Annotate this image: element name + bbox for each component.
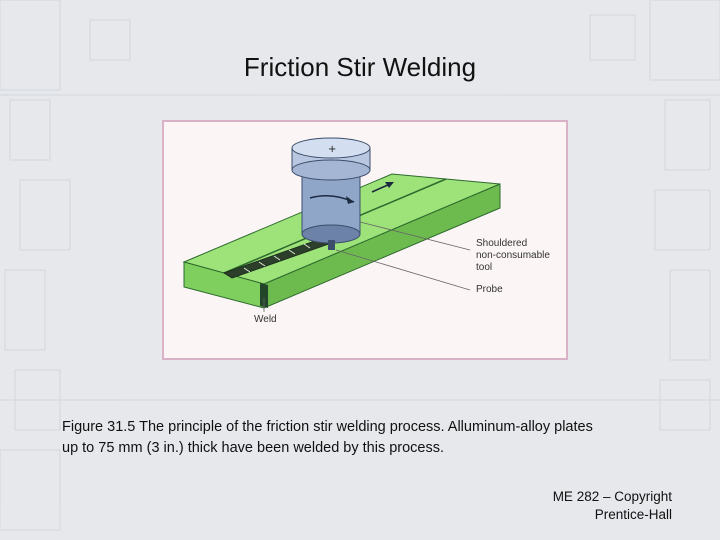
slide-title: Friction Stir Welding (243, 52, 477, 82)
label-tool-1: Shouldered (476, 238, 527, 249)
label-tool-3: tool (476, 262, 492, 273)
caption-line-1: Figure 31.5 The principle of the frictio… (62, 419, 593, 435)
figure-caption: Figure 31.5 The principle of the frictio… (62, 417, 672, 459)
copyright-line-2: Prentice-Hall (594, 507, 672, 522)
tool-cap-top (291, 137, 371, 159)
tool-leader (359, 221, 471, 251)
figure-frame: + Shouldered non-consumable tool Probe W… (162, 120, 568, 360)
label-probe: Probe (476, 284, 503, 295)
weld-seam-front (260, 283, 268, 308)
label-weld: Weld (254, 314, 277, 325)
friction-stir-welding-diagram: + Shouldered non-consumable tool Probe W… (182, 137, 550, 325)
svg-text:+: + (328, 144, 336, 155)
label-tool-2: non-consumable (476, 250, 550, 261)
probe (328, 240, 335, 250)
copyright-line-1: ME 282 – Copyright (552, 489, 672, 504)
caption-line-2: up to 75 mm (3 in.) thick have been weld… (62, 440, 445, 456)
travel-arrow (371, 183, 391, 193)
copyright-notice: ME 282 – Copyright Prentice-Hall (553, 488, 672, 524)
probe-leader (335, 249, 471, 291)
